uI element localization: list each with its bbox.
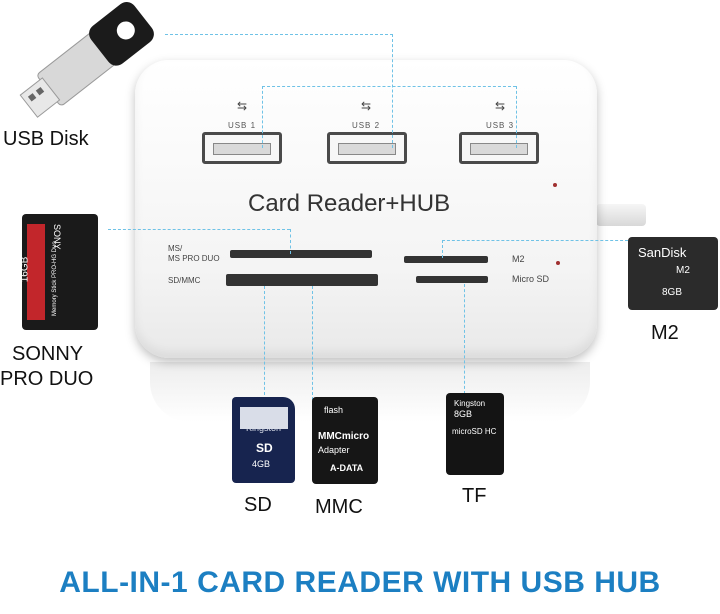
guide-line-usb-3 [516,86,517,148]
sd-card: Kingston SD 4GB [232,397,295,483]
m2-slot [404,256,488,263]
guide-line-usb-row [262,86,516,87]
guide-line-tf [464,284,465,394]
tf-card-brand: Kingston [454,399,486,408]
sonny-caption-line1: SONNY [12,343,84,365]
guide-line-mmc [312,286,313,400]
guide-line-m2-drop [442,240,443,258]
guide-line-usb-2 [392,34,393,148]
mmc-card: flash MMCmicro Adapter A-DATA [312,397,378,484]
m2-card: SanDisk M2 8GB [628,237,718,310]
ms-type: Memory Stick PRO-HG Duo [52,241,58,316]
hub-title: Card Reader+HUB [248,190,451,217]
usb-3-label: USB 3 [485,121,515,130]
hub-cable [596,204,646,226]
micro-sd-slot-label: Micro SD [512,274,550,284]
tf-card: Kingston 8GB microSD HC [446,393,504,475]
card-reader-hub [135,60,597,358]
m2-slot-label: M2 [512,254,525,264]
ms-pro-duo-slot [230,250,372,258]
usb-port-2 [327,132,407,164]
headline-banner: ALL-IN-1 CARD READER WITH USB HUB [59,566,661,599]
usb-1-label: USB 1 [227,121,257,130]
status-led-top [553,183,557,187]
sd-card-brand: Kingston [246,423,282,433]
guide-line-usb-disk [165,34,393,35]
micro-sd-slot [416,276,488,283]
ms-slot-label-1: MS/ [168,244,183,253]
mmc-card-brand: flash [324,405,344,415]
sd-card-type: SD [256,441,273,455]
mmc-caption: MMC [315,496,363,518]
ms-slot-label-2: MS PRO DUO [168,254,220,263]
tf-card-type: microSD HC [452,427,497,436]
sd-card-capacity: 4GB [252,459,271,469]
m2-caption: M2 [651,322,679,344]
usb-2-label: USB 2 [351,121,381,130]
tf-caption: TF [462,485,487,507]
guide-line-ms [108,229,290,230]
usb-3-icon: ⇆ [494,99,506,113]
m2-card-type: M2 [676,265,690,276]
usb-disk-caption: USB Disk [3,128,89,150]
guide-line-ms-drop [290,229,291,254]
sd-mmc-slot-label: SD/MMC [168,276,201,285]
sd-mmc-slot [226,274,378,286]
usb-2-icon: ⇆ [360,99,372,113]
guide-line-usb-1 [262,86,263,148]
usb-port-1 [202,132,282,164]
mmc-card-maker: A-DATA [330,463,364,473]
m2-card-capacity: 8GB [662,287,683,298]
sd-caption: SD [244,494,272,516]
usb-port-3 [459,132,539,164]
m2-card-brand: SanDisk [638,245,687,260]
mmc-card-sub: Adapter [318,445,350,455]
usb-1-icon: ⇆ [236,99,248,113]
tf-card-capacity: 8GB [454,409,473,419]
sonny-caption-line2: PRO DUO [0,368,94,390]
ms-capacity: 16GB [19,256,31,283]
guide-line-m2 [442,240,628,241]
usb-disk-image [19,2,154,118]
memory-stick-card: 16GB SONY Memory Stick PRO-HG Duo [19,214,98,330]
status-led-bottom [556,261,560,265]
guide-line-sd [264,286,265,400]
mmc-card-type: MMCmicro [318,431,370,442]
